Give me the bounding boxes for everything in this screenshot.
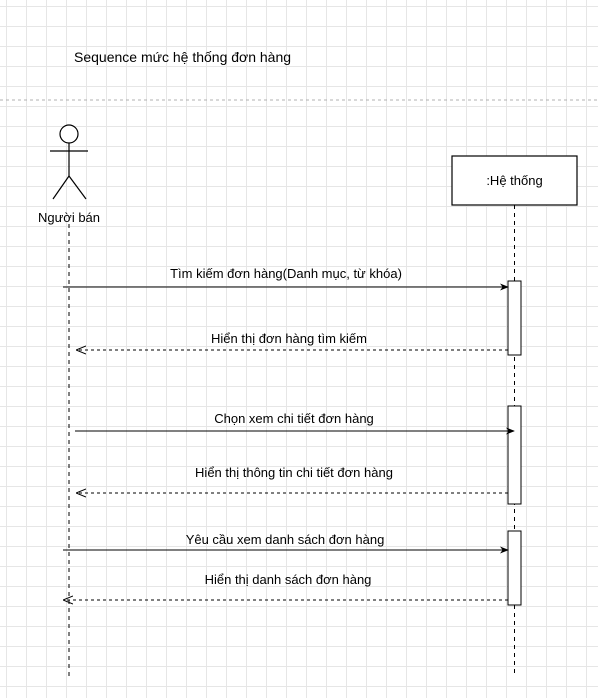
activation-bar [507,405,522,505]
message-label: Tìm kiếm đơn hàng(Danh mục, từ khóa) [170,266,402,281]
message-label: Chọn xem chi tiết đơn hàng [214,411,374,426]
message-label: Hiển thị danh sách đơn hàng [205,572,372,587]
diagram-title: Sequence mức hệ thống đơn hàng [74,49,291,65]
message-label: Yêu cầu xem danh sách đơn hàng [186,532,385,547]
message-label: Hiển thị thông tin chi tiết đơn hàng [195,465,393,480]
activation-bar [507,530,522,606]
system-box[interactable] [451,155,578,206]
actor-icon[interactable] [50,124,88,200]
message-label: Hiển thị đơn hàng tìm kiếm [211,331,367,346]
system-label: :Hệ thống [486,173,542,188]
activation-bar [507,280,522,356]
actor-label: Người bán [38,210,100,225]
